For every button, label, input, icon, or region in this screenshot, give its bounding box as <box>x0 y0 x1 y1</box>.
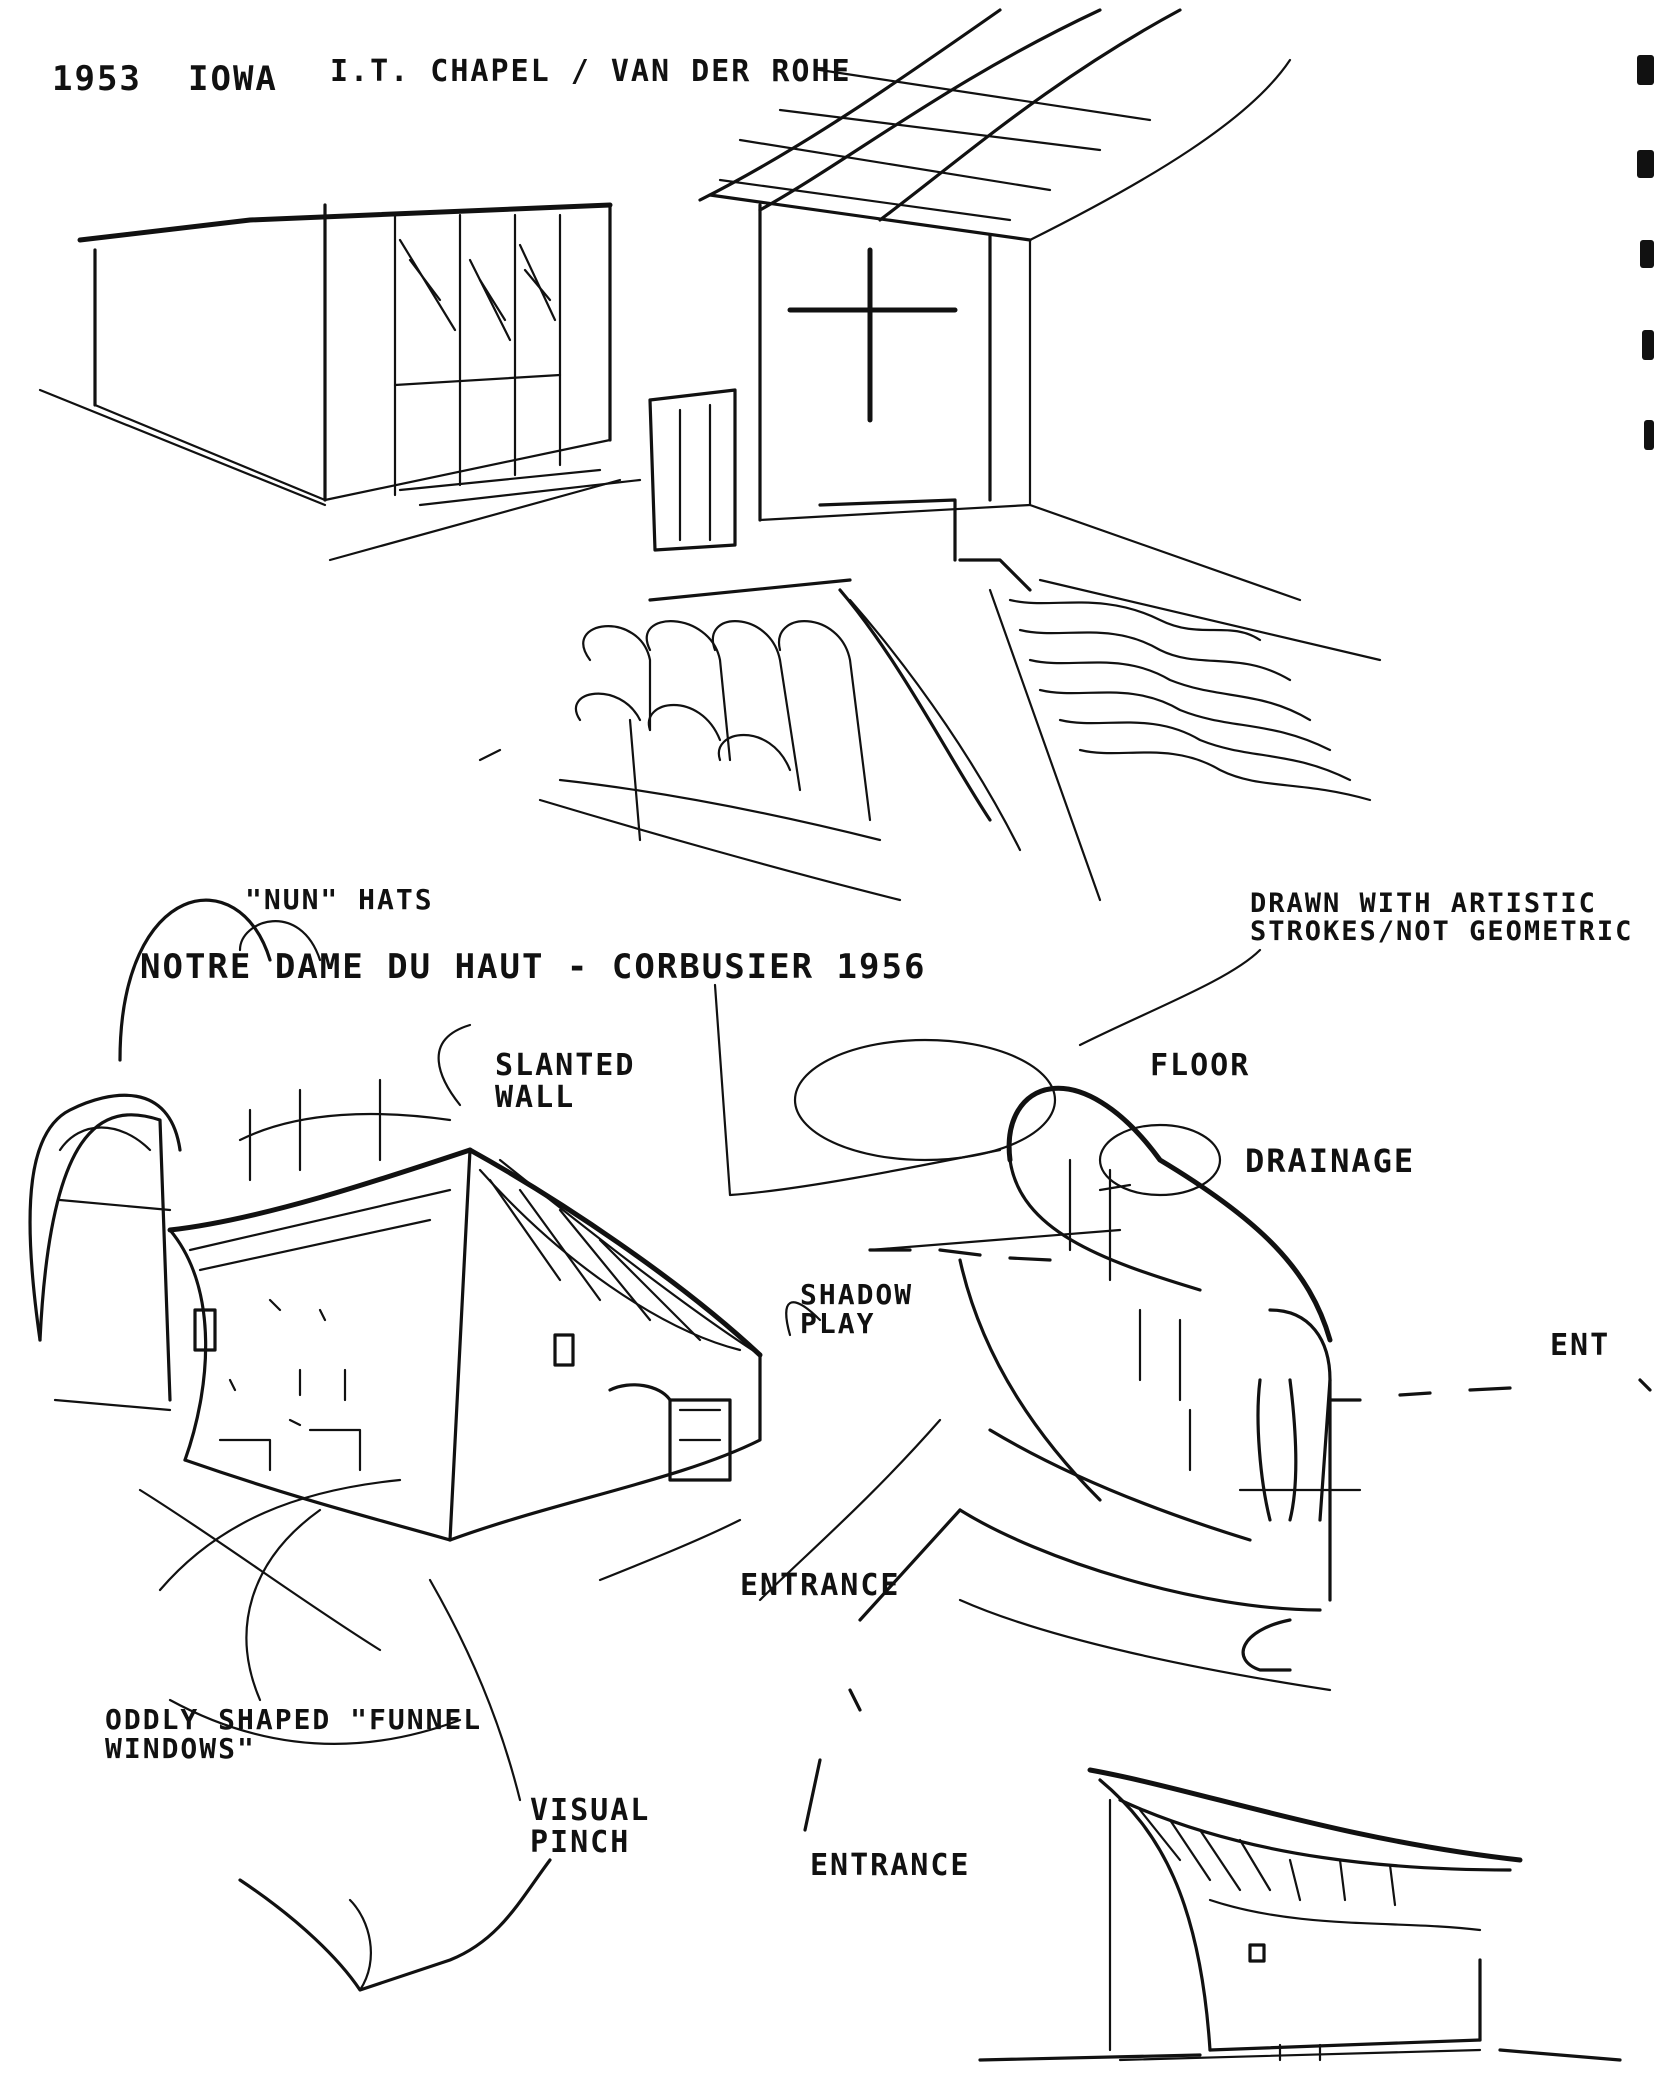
note-ent: ENT <box>1550 1328 1611 1363</box>
note-entrance-2: ENTRANCE <box>810 1848 971 1883</box>
note-shadow-play: SHADOW PLAY <box>800 1278 914 1341</box>
note-visual-pinch: VISUAL PINCH <box>530 1793 651 1860</box>
note-year: 1953 <box>52 59 142 99</box>
binding-mark <box>1637 55 1654 85</box>
note-floor: FLOOR <box>1150 1048 1251 1083</box>
notre-dame-sketch <box>28 898 1512 1992</box>
tower-sketch <box>758 1085 1362 1832</box>
small-section-sketch <box>978 1767 1622 2062</box>
chapel-exterior-sketch <box>38 202 642 562</box>
note-project: I.T. CHAPEL / VAN DER ROHE <box>330 54 852 89</box>
note-notre-dame-title: NOTRE DAME DU HAUT - CORBUSIER 1956 <box>140 947 927 987</box>
note-oddly-shaped: ODDLY SHAPED "FUNNEL WINDOWS" <box>105 1703 483 1766</box>
note-slanted-wall: SLANTED WALL <box>495 1048 636 1115</box>
binding-mark <box>1644 420 1654 450</box>
note-drawn-with: DRAWN WITH ARTISTIC STROKES/NOT GEOMETRI… <box>1250 888 1634 948</box>
chapel-interior-sketch <box>478 8 1382 902</box>
note-nun-hats: "NUN" HATS <box>245 883 434 916</box>
note-state: IOWA <box>188 59 278 99</box>
note-entrance-1: ENTRANCE <box>740 1568 901 1603</box>
binding-mark <box>1640 240 1654 268</box>
binding-mark <box>1642 330 1654 360</box>
margin-mark <box>1638 1378 1652 1392</box>
binding-mark <box>1637 150 1654 178</box>
note-drainage: DRAINAGE <box>1245 1142 1416 1180</box>
